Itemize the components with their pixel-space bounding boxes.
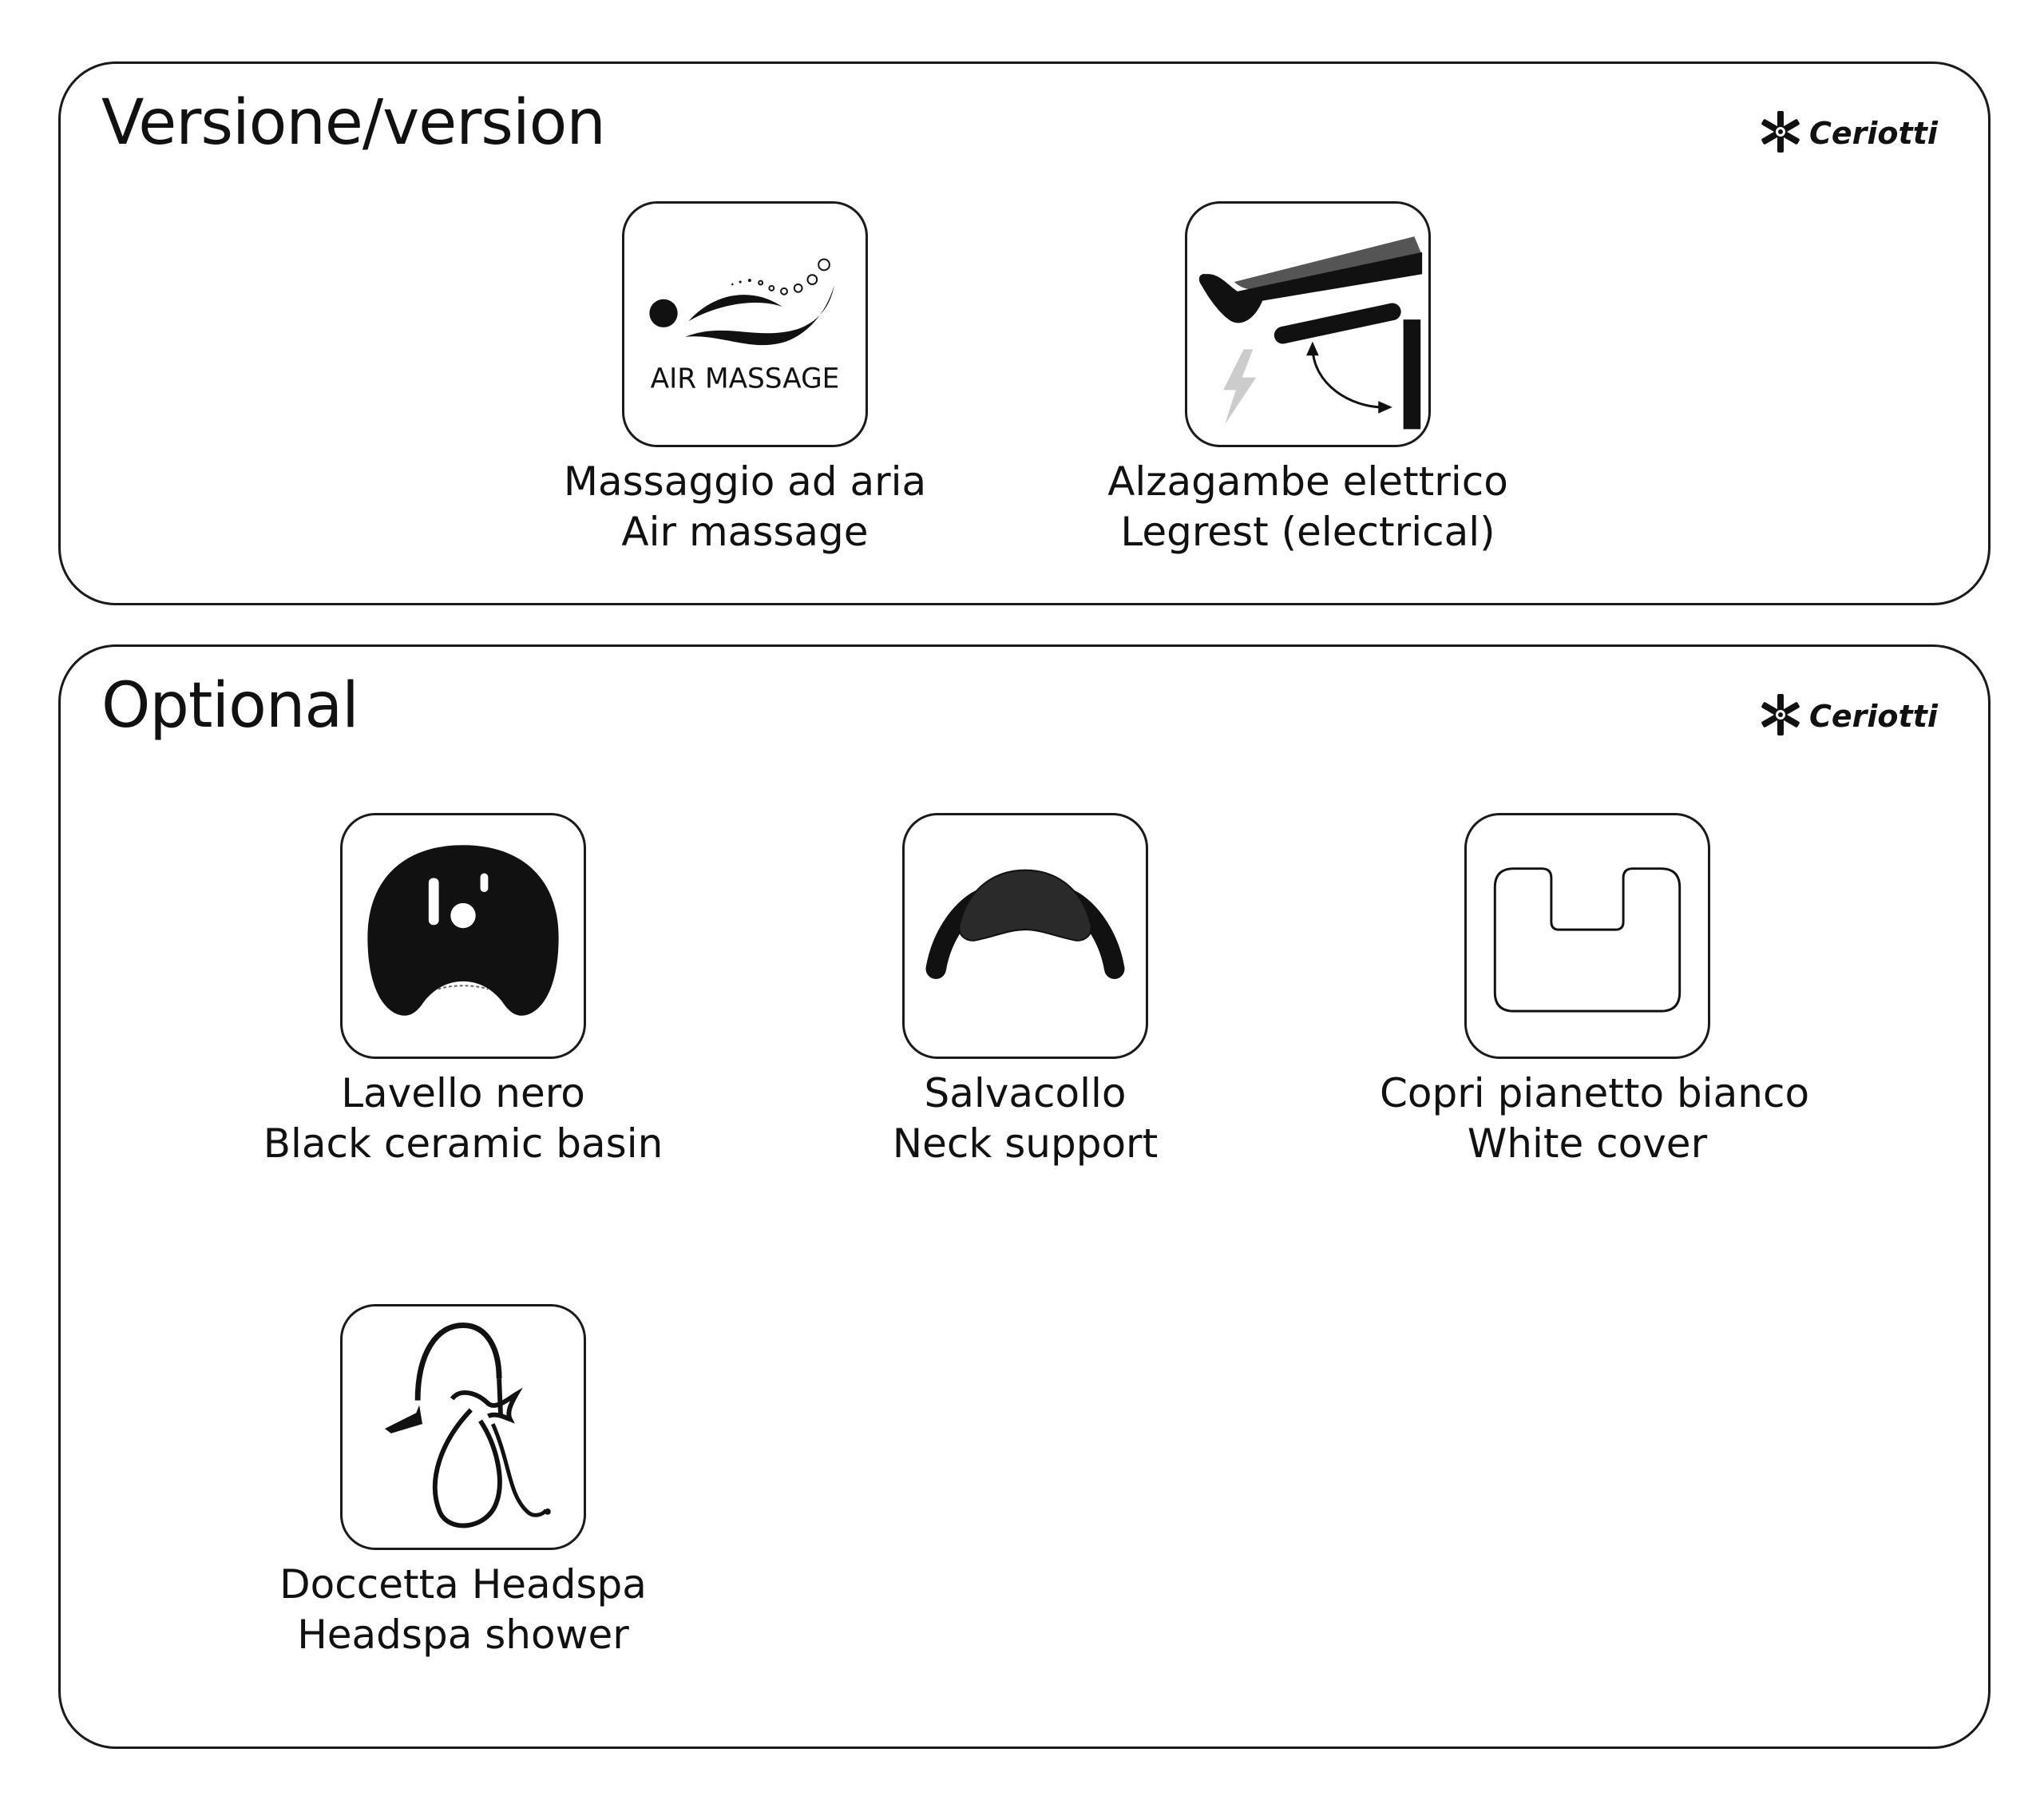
headspa-shower-icon <box>384 1322 551 1528</box>
snowflake-logo-icon <box>1761 694 1800 735</box>
logo-wordmark: Ceriotti <box>1809 116 1939 151</box>
black-basin-icon-box <box>340 813 586 1059</box>
option-neck-support-label: Salvacollo Neck support <box>818 1069 1233 1169</box>
electric-legrest-icon <box>1198 236 1423 430</box>
air-massage-icon-caption: AIR MASSAGE <box>651 363 840 394</box>
label-italian: Salvacollo <box>924 1070 1127 1116</box>
label-italian: Lavello nero <box>341 1070 585 1116</box>
label-english: Air massage <box>621 509 869 555</box>
label-english: Headspa shower <box>297 1612 629 1658</box>
ceriotti-logo: Ceriotti <box>1761 694 1939 735</box>
version-panel-title: Versione/version <box>101 87 606 159</box>
version-panel: Versione/version Ceriotti <box>58 61 1991 605</box>
snowflake-logo-icon <box>1761 111 1800 153</box>
feature-air-massage-label: Massaggio ad aria Air massage <box>537 457 953 557</box>
label-english: Black ceramic basin <box>263 1120 664 1167</box>
neck-support-icon-box <box>902 813 1148 1059</box>
electric-legrest-icon-box <box>1185 201 1431 447</box>
option-neck-support: Salvacollo Neck support <box>818 813 1233 1169</box>
label-english: Legrest (electrical) <box>1120 509 1495 555</box>
white-cover-icon <box>1493 867 1682 1013</box>
optional-panel: Optional Ceriotti Lavello nero <box>58 644 1991 1749</box>
label-italian: Doccetta Headspa <box>279 1561 647 1608</box>
label-english: White cover <box>1467 1120 1708 1167</box>
option-black-basin-label: Lavello nero Black ceramic basin <box>256 1069 671 1169</box>
air-massage-icon-box: AIR MASSAGE <box>622 201 868 447</box>
option-white-cover: Copri pianetto bianco White cover <box>1380 813 1810 1169</box>
neck-support-icon <box>925 869 1125 979</box>
black-basin-icon <box>367 845 559 1016</box>
option-black-basin: Lavello nero Black ceramic basin <box>256 813 671 1169</box>
option-headspa-shower: Doccetta Headspa Headspa shower <box>256 1304 671 1660</box>
feature-electric-legrest: Alzagambe elettrico Legrest (electrical) <box>1100 201 1515 557</box>
logo-wordmark: Ceriotti <box>1809 699 1939 734</box>
feature-electric-legrest-label: Alzagambe elettrico Legrest (electrical) <box>1100 457 1515 557</box>
option-headspa-shower-label: Doccetta Headspa Headspa shower <box>256 1560 671 1660</box>
label-italian: Massaggio ad aria <box>563 458 927 505</box>
air-massage-icon: AIR MASSAGE <box>649 258 840 394</box>
headspa-shower-icon-box <box>340 1304 586 1550</box>
option-white-cover-label: Copri pianetto bianco White cover <box>1380 1069 1810 1169</box>
feature-air-massage: AIR MASSAGE Massaggio ad aria Air massag… <box>537 201 953 557</box>
label-english: Neck support <box>892 1120 1159 1167</box>
ceriotti-logo: Ceriotti <box>1761 111 1939 153</box>
label-italian: Copri pianetto bianco <box>1380 1070 1810 1116</box>
white-cover-icon-box <box>1464 813 1710 1059</box>
label-italian: Alzagambe elettrico <box>1107 458 1508 505</box>
optional-panel-title: Optional <box>101 670 359 742</box>
